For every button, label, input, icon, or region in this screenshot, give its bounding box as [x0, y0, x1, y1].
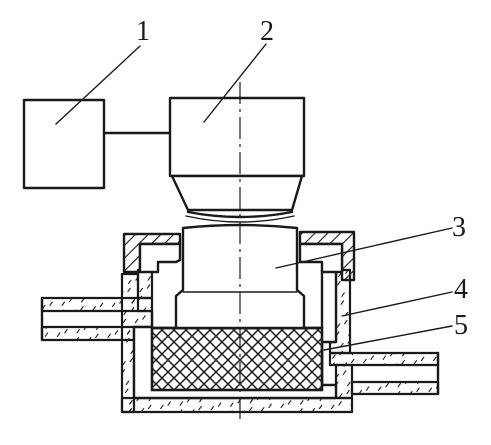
leader-lines	[55, 43, 453, 351]
callout-3: 3	[452, 212, 466, 243]
outlet-pipe	[328, 351, 440, 396]
callout-2: 2	[260, 16, 274, 47]
housing-2	[168, 96, 306, 223]
callout-4: 4	[454, 274, 468, 305]
callout-1: 1	[136, 16, 150, 47]
callout-5: 5	[454, 310, 468, 341]
box-1	[22, 98, 106, 190]
filter-bed	[150, 326, 324, 392]
